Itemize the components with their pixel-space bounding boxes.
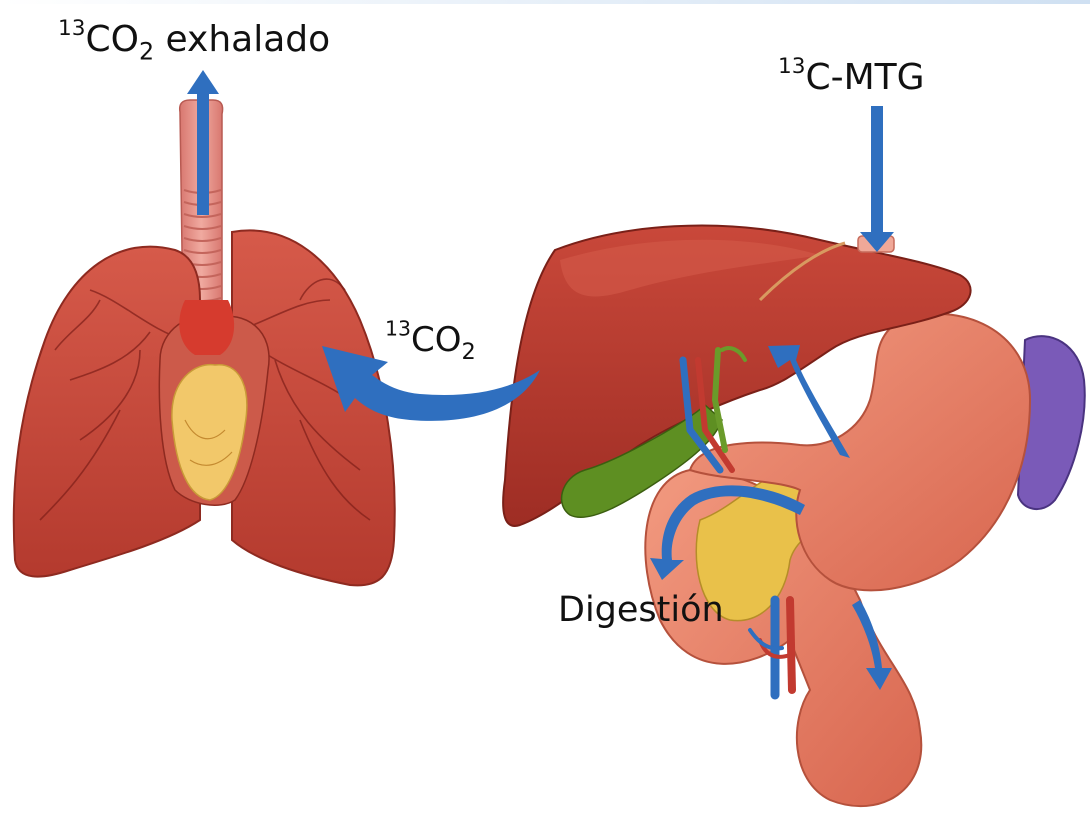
- exhaled-co2-label: 13CO2 exhalado: [58, 22, 330, 58]
- digestion-label: Digestión: [558, 593, 724, 628]
- top-border: [0, 0, 1090, 4]
- blood-co2-label: 13CO2: [385, 323, 476, 357]
- intake-arrow: [860, 106, 894, 252]
- substrate-label: 13C-MTG: [778, 60, 925, 96]
- digestive-organs-illustration: [503, 226, 1085, 807]
